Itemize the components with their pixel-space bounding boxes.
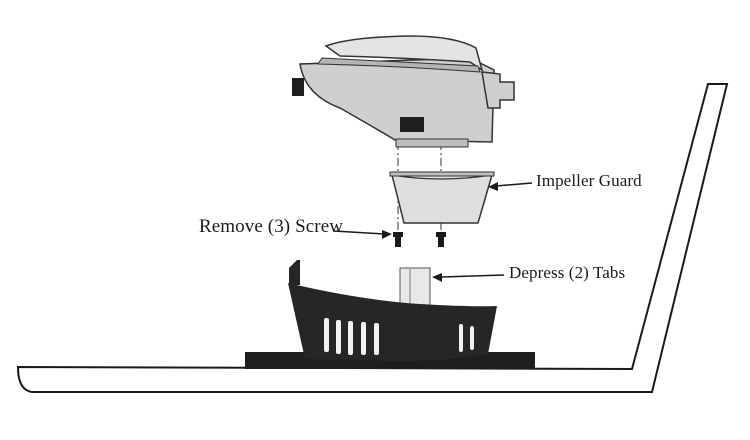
strainer-basket [288,260,497,362]
impeller-guard-label: Impeller Guard [536,171,642,190]
depress-tabs-label: Depress (2) Tabs [509,263,626,282]
screw-left [393,232,403,247]
impeller-guard [389,171,495,224]
pump-motor [292,35,515,148]
arrow-depress-tabs [432,273,505,282]
hull-outline [16,83,729,393]
arrow-impeller-guard [488,182,533,191]
screw-right [436,232,446,247]
remove-screw-label: Remove (3) Screw [199,216,344,237]
arrow-remove-screw [333,230,392,239]
